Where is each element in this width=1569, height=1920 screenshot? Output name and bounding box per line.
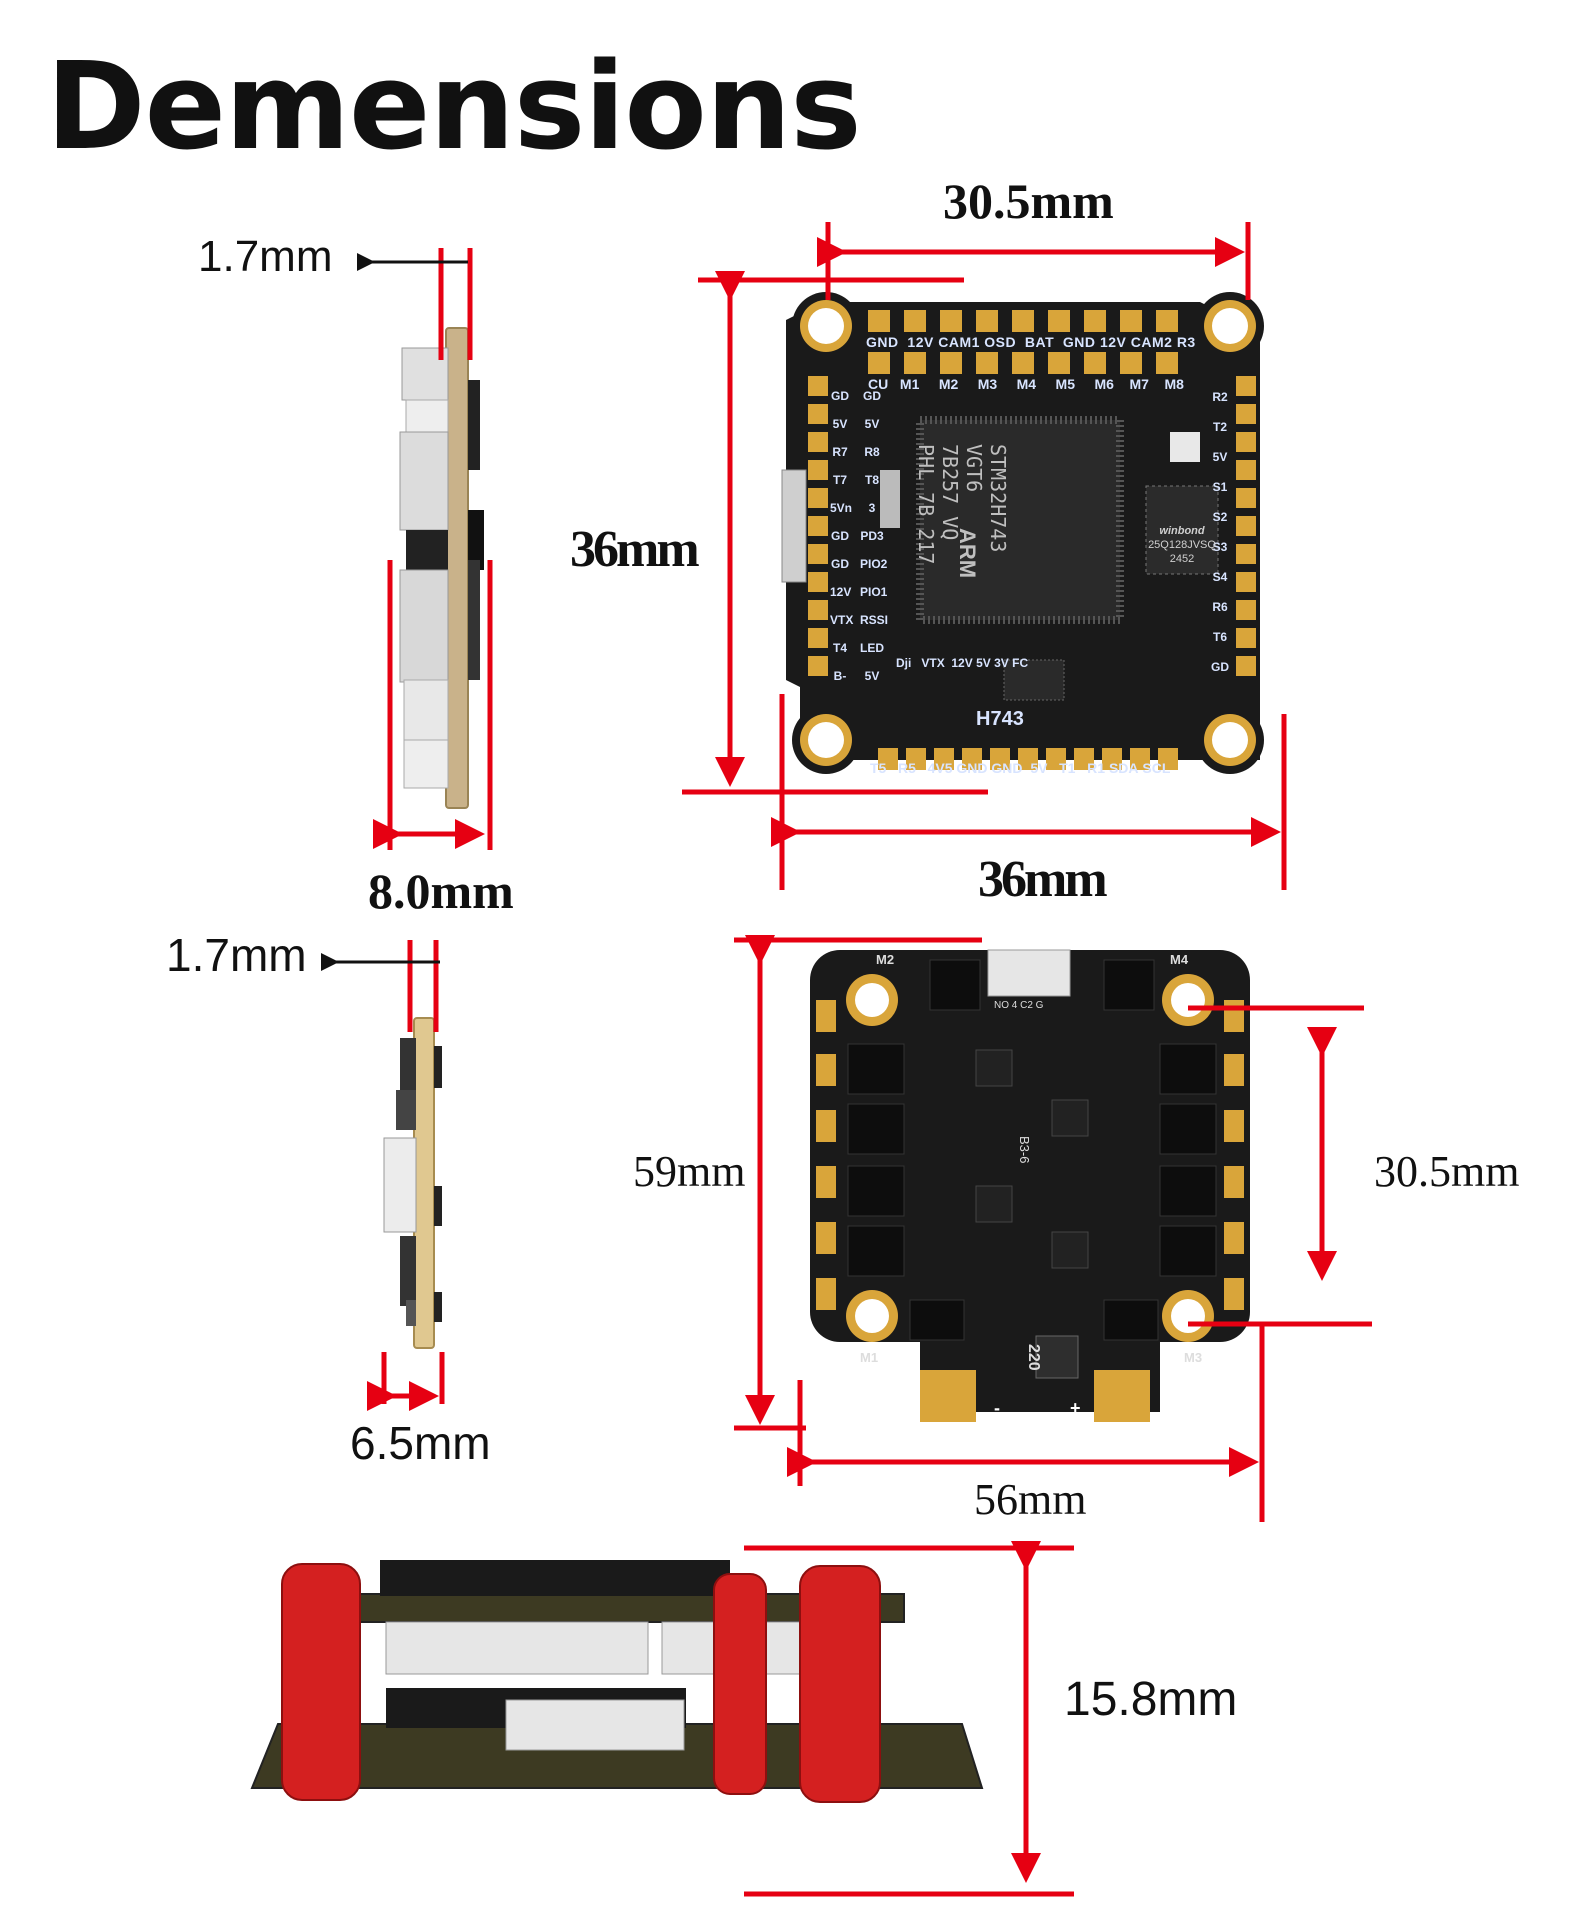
fc-silk-bottom: T5 R5 4V5 GND GND 5V T1 R1 SDA SCL [870,760,1171,776]
esc-positive-label: + [1070,1398,1081,1418]
arm-logo: ARM [955,528,980,579]
fc-side-height-label: 8.0mm [368,863,514,919]
esc-width-label: 56mm [974,1475,1087,1524]
esc-top-dimension-lines [734,935,1372,1522]
fc-silk-top: GND 12V CAM1 OSD BAT GND 12V CAM2 R3 [866,334,1196,350]
esc-height-label: 59mm [633,1147,746,1196]
esc-motor-label-m3: M3 [1184,1350,1203,1365]
esc-negative-label: - [994,1398,1000,1418]
esc-motor-label-m1: M1 [860,1350,879,1365]
stack-height-label: 15.8mm [1064,1673,1238,1726]
fc-height-label: 36mm [570,521,700,578]
page-title: Demensions [46,38,862,177]
esc-side-height-label: 6.5mm [350,1417,491,1469]
fc-side-dimension-lines [373,248,493,850]
fc-width-label: 36mm [978,851,1108,908]
esc-side-view [383,1017,442,1349]
fc-silk-row2: CU M1 M2 M3 M4 M5 M6 M7 M8 [868,376,1184,392]
fc-side-thickness-label: 1.7mm [198,232,333,281]
esc-top-view [810,949,1250,1422]
esc-motor-label-m4: M4 [1170,952,1189,967]
esc-side-dimension-lines [367,940,445,1411]
stack-dimension-lines [744,1541,1074,1897]
fc-mount-spacing-label: 30.5mm [943,173,1114,229]
inductor-label: 220 [1025,1344,1042,1371]
fc-side-view [399,327,484,809]
fc-top-view [781,292,1264,774]
fc-extra-labels: Dji VTX 12V 5V 3V FC [896,656,1029,670]
esc-mount-spacing-label: 30.5mm [1374,1147,1520,1196]
fc-top-dimension-lines [682,222,1287,890]
fc-board-label: H743 [976,708,1024,730]
esc-side-thickness-label: 1.7mm [166,929,307,981]
esc-motor-label-m2: M2 [876,952,895,967]
esc-pcb-text: B3-6 [1017,1136,1032,1164]
stack-side-view [250,1560,984,1803]
esc-connector-text: NO 4 C2 G [994,1000,1044,1011]
